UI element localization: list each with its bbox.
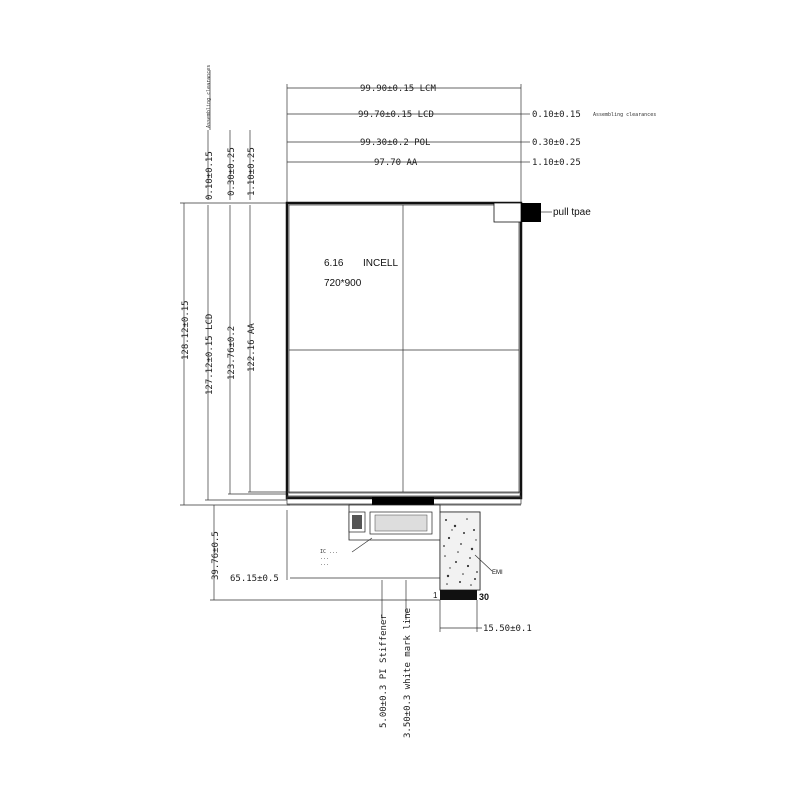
dim-right-pol-clearance: 0.30±0.25 <box>532 138 581 148</box>
dim-fpc-offset: 65.15±0.5 <box>230 574 279 584</box>
lcm-module <box>285 201 552 506</box>
emi-speckle-pattern <box>443 518 478 586</box>
dim-right-aa-clearance: 1.10±0.25 <box>532 158 581 168</box>
fpc-note-2: ... <box>320 555 329 561</box>
fpc-assembly <box>348 497 493 600</box>
dim-white-mark: 3.50±0.3 white mark line <box>403 608 413 738</box>
top-dimension-lines <box>286 84 530 205</box>
dim-top-lcd-note: Assembling clearances <box>206 65 212 128</box>
dim-pol-height: 123.76±0.2 <box>227 326 237 380</box>
dim-right-lcd-clearance: 0.10±0.15 <box>532 110 581 120</box>
dim-aa-height: 122.16 AA <box>247 323 257 372</box>
pin-1-label: 1 <box>433 591 438 600</box>
dim-pol-width: 99.30±0.2 POL <box>360 138 430 148</box>
emi-label: EMI <box>492 570 503 576</box>
dim-top-aa-clearance: 1.10±0.25 <box>247 147 257 196</box>
fpc-note-1: IC ... <box>320 549 338 555</box>
bottom-dimension-lines <box>286 510 482 632</box>
panel-type: INCELL <box>363 258 398 269</box>
dim-top-lcd-clearance: 0.10±0.15 <box>205 151 215 200</box>
dim-fpc-width: 15.50±0.1 <box>483 624 532 634</box>
dim-lcm-height: 128.12±0.15 <box>181 300 191 360</box>
dim-right-lcd-note: Assembling clearances <box>593 112 656 118</box>
dim-top-pol-clearance: 0.30±0.25 <box>227 147 237 196</box>
dim-lcd-height: 127.12±0.15 LCD <box>205 314 215 395</box>
pin-30-label: 30 <box>479 592 489 602</box>
pull-tape-label: pull tpae <box>553 207 591 218</box>
panel-resolution: 720*900 <box>324 278 362 289</box>
dim-lcm-width: 99.90±0.15 LCM <box>360 84 436 94</box>
dim-stiffener: 5.00±0.3 PI Stiffener <box>379 614 389 728</box>
panel-size: 6.16 <box>324 258 344 269</box>
dim-fpc-length: 39.76±0.5 <box>211 531 221 580</box>
pull-tape-tab <box>521 203 541 222</box>
fpc-note-3: ... <box>320 561 329 567</box>
dim-aa-width: 97.70 AA <box>374 158 418 168</box>
left-dimension-lines <box>180 70 440 601</box>
dim-lcd-width: 99.70±0.15 LCD <box>358 110 434 120</box>
